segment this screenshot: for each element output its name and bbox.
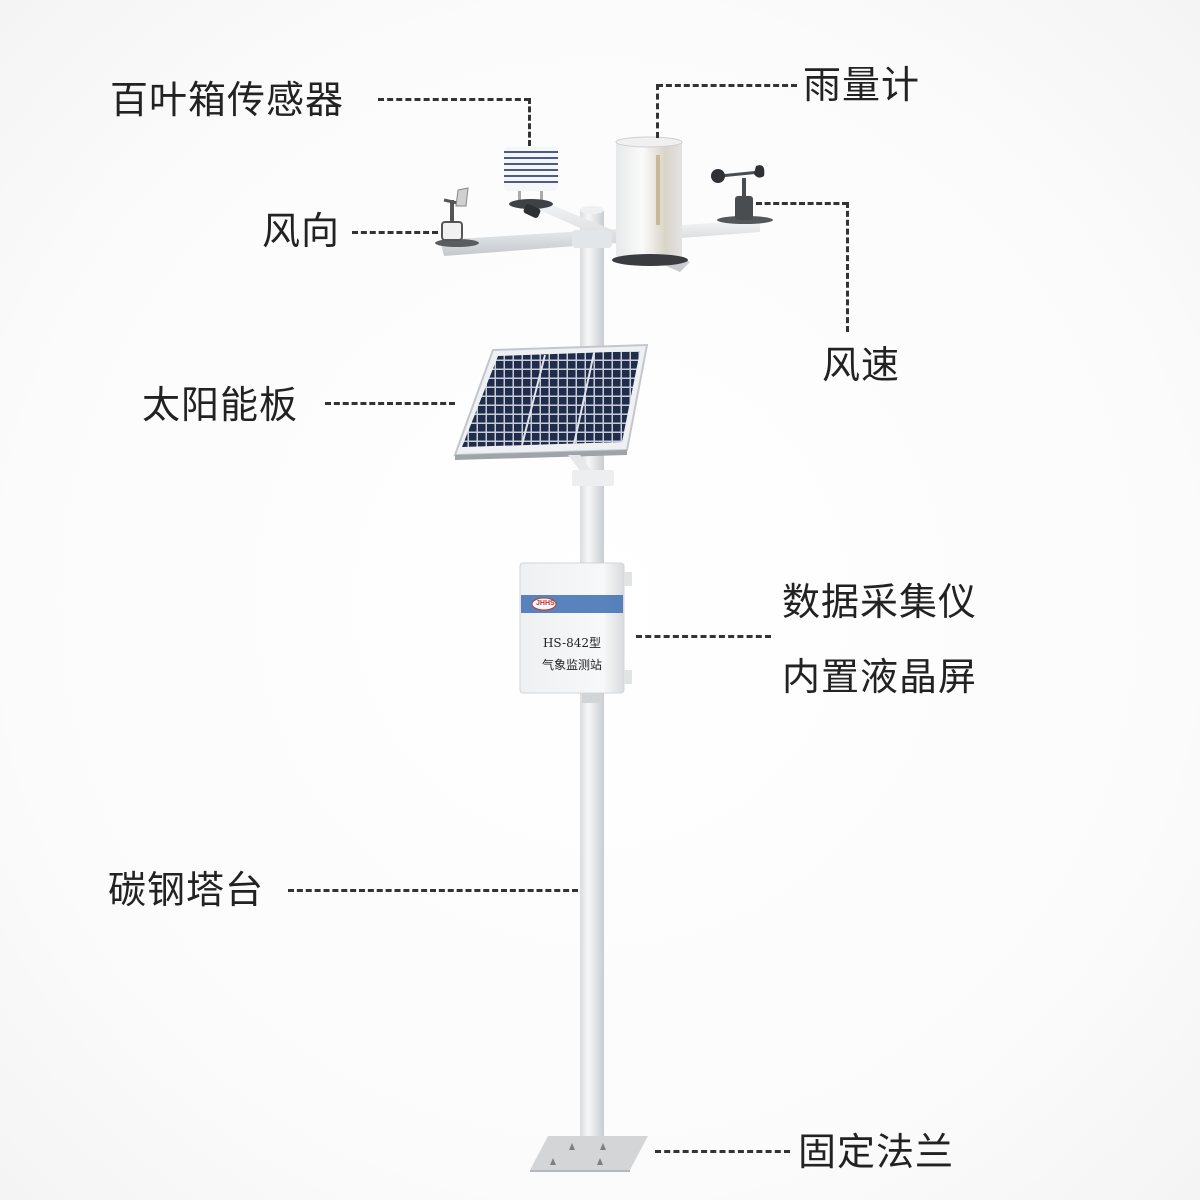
leader-line-data-logger xyxy=(636,635,771,638)
enclosure-name: 气象监测站 xyxy=(541,658,602,672)
enclosure-model: HS-842型 xyxy=(542,636,602,650)
rain-gauge xyxy=(612,136,688,266)
label-wind-direction: 风向 xyxy=(262,209,341,253)
leader-line-wind-speed-drop xyxy=(846,202,849,332)
leader-line-flange xyxy=(655,1150,790,1153)
leader-line-wind-direction xyxy=(352,231,438,234)
leader-line-solar-panel xyxy=(325,402,455,405)
wind-vane xyxy=(435,187,479,247)
label-wind-speed: 风速 xyxy=(822,343,901,387)
flange-base xyxy=(530,1136,648,1172)
label-carbon-steel-tower: 碳钢塔台 xyxy=(108,868,265,912)
leader-line-wind-speed xyxy=(756,202,848,205)
label-louver-box-sensor: 百叶箱传感器 xyxy=(110,78,345,122)
label-rain-gauge: 雨量计 xyxy=(803,63,921,107)
label-built-in-lcd: 内置液晶屏 xyxy=(782,655,978,699)
enclosure-logo: JHHS xyxy=(536,600,555,607)
data-logger-enclosure xyxy=(519,562,632,703)
label-solar-panel: 太阳能板 xyxy=(142,383,299,427)
louver-box xyxy=(504,147,558,218)
anemometer xyxy=(711,165,773,224)
label-fixing-flange: 固定法兰 xyxy=(798,1130,955,1174)
solar-panel xyxy=(453,343,649,486)
leader-line-louver-box-drop xyxy=(528,98,531,146)
leader-line-tower xyxy=(288,889,578,892)
leader-line-rain-gauge-drop xyxy=(656,84,659,138)
leader-line-louver-box xyxy=(378,98,530,101)
leader-line-rain-gauge xyxy=(657,84,797,87)
label-data-logger: 数据采集仪 xyxy=(782,580,978,624)
